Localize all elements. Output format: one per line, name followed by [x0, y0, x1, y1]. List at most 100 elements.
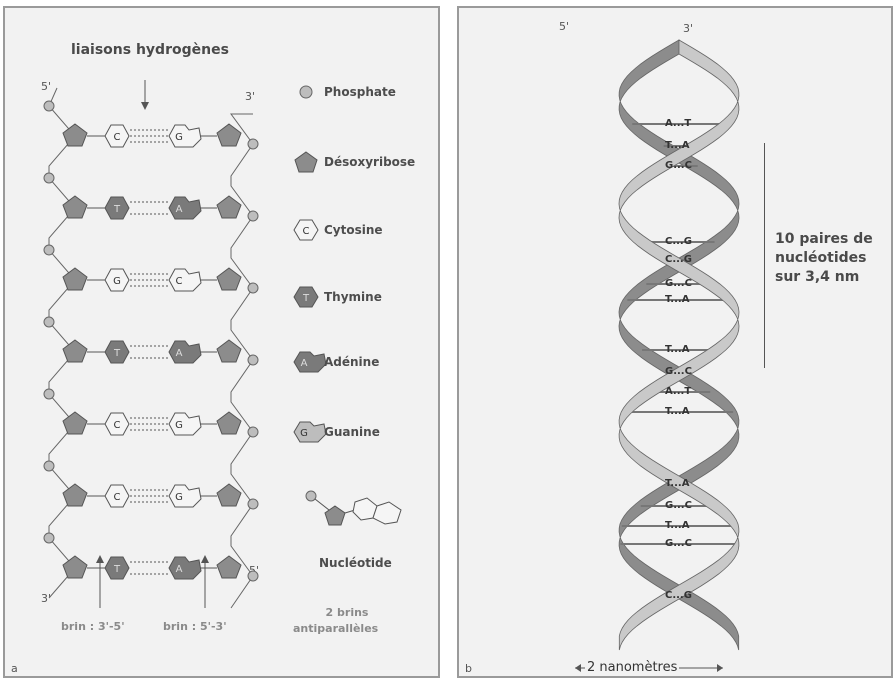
helix-pair-label: C...G [665, 254, 692, 265]
panel-a-letter: a [11, 662, 18, 675]
helix-pair-label: T...A [665, 520, 689, 531]
base-left-letter: C [114, 132, 121, 143]
legend-thymine: T Thymine [280, 283, 440, 313]
phosphate [44, 317, 54, 327]
base-right [169, 413, 201, 435]
phosphate [44, 101, 54, 111]
legend-thymine-label: Thymine [324, 290, 382, 304]
desoxyribose-icon [292, 150, 322, 176]
legend-desoxyribose: Désoxyribose [280, 148, 440, 178]
backbone-strands [44, 88, 258, 608]
legend-nucleotide-label: Nucléotide [319, 556, 392, 570]
phosphate [44, 173, 54, 183]
helix-pair-label: T...A [665, 140, 689, 151]
base-left-letter: C [114, 492, 121, 503]
helix-pair-label: T...A [665, 344, 689, 355]
desoxyribose [217, 196, 241, 218]
phosphate [44, 461, 54, 471]
adenine-icon: A [292, 350, 328, 376]
antiparallel-label-line1: 2 brins [307, 606, 387, 619]
base-right [169, 125, 201, 147]
legend-phosphate: Phosphate [280, 78, 440, 108]
cytosine-icon: C [292, 218, 322, 244]
base-left-letter: T [113, 204, 121, 215]
scale-label-line1: 10 paires de [775, 230, 873, 249]
scale-label-line3: sur 3,4 nm [775, 268, 873, 287]
base-right-letter: C [176, 276, 183, 287]
legend-cytosine-label: Cytosine [324, 223, 383, 237]
legend-phosphate-label: Phosphate [324, 85, 396, 99]
legend-guanine-label: Guanine [324, 425, 380, 439]
svg-text:C: C [303, 226, 310, 237]
desoxyribose [217, 412, 241, 434]
helix-pair-label: A...T [665, 386, 691, 397]
phosphate [44, 245, 54, 255]
helix-pair-label: G...C [665, 366, 692, 377]
base-right-letter: G [175, 492, 183, 503]
nucleotide-icon [301, 488, 411, 548]
desoxyribose [63, 124, 87, 146]
scale-label-line2: nucléotides [775, 249, 873, 268]
phosphate [248, 355, 258, 365]
scale-label: 10 paires de nucléotides sur 3,4 nm [775, 230, 873, 287]
base-right [169, 485, 201, 507]
helix-pair-label: C...G [665, 590, 692, 601]
phosphate [44, 389, 54, 399]
base-left-letter: G [113, 276, 121, 287]
helix-pair-label: G...C [665, 160, 692, 171]
helix-pair-label: T...A [665, 478, 689, 489]
base-right-letter: A [176, 204, 183, 215]
svg-text:A: A [301, 358, 308, 369]
strand-right-label: brin : 5'-3' [163, 620, 227, 633]
helix-pair-label: C...G [665, 236, 692, 247]
phosphate [44, 533, 54, 543]
svg-text:G: G [300, 428, 308, 439]
desoxyribose [63, 484, 87, 506]
legend-cytosine: C Cytosine [280, 216, 440, 246]
base-right-letter: G [175, 132, 183, 143]
legend-adenine: A Adénine [280, 348, 440, 378]
antiparallel-label-line2: antiparallèles [293, 622, 378, 635]
panel-a-dna-chemical-structure: liaisons hydrogènes 5' 3' 3' 5' CGTAGCTA… [3, 6, 440, 678]
thymine-icon: T [292, 285, 322, 311]
hydrogen-bonds-title: liaisons hydrogènes [71, 42, 229, 58]
phosphate [248, 283, 258, 293]
desoxyribose [63, 196, 87, 218]
helix-pair-label: A...T [665, 118, 691, 129]
base-right [169, 197, 201, 219]
phosphate-icon [292, 80, 322, 106]
desoxyribose [63, 340, 87, 362]
desoxyribose [217, 484, 241, 506]
legend-adenine-label: Adénine [324, 355, 379, 369]
legend-desoxyribose-label: Désoxyribose [324, 155, 415, 169]
phosphate [248, 499, 258, 509]
helix-pair-label: G...C [665, 500, 692, 511]
desoxyribose [63, 268, 87, 290]
scale-bar [764, 143, 765, 368]
strand-left-label: brin : 3'-5' [61, 620, 125, 633]
helix-pair-label: T...A [665, 294, 689, 305]
desoxyribose [217, 124, 241, 146]
phosphate [248, 211, 258, 221]
desoxyribose [63, 412, 87, 434]
base-left-letter: T [113, 348, 121, 359]
base-right [169, 269, 201, 291]
base-left-letter: C [114, 420, 121, 431]
guanine-icon: G [292, 420, 328, 446]
desoxyribose [217, 268, 241, 290]
desoxyribose [217, 340, 241, 362]
base-right [169, 341, 201, 363]
width-label: 2 nanomètres [585, 660, 679, 675]
base-right-letter: G [175, 420, 183, 431]
helix-pair-label: T...A [665, 406, 689, 417]
svg-text:T: T [302, 293, 310, 304]
phosphate [248, 427, 258, 437]
base-right-letter: A [176, 348, 183, 359]
legend-guanine: G Guanine [280, 418, 440, 448]
helix-pair-label: G...C [665, 538, 692, 549]
helix-pair-label: G...C [665, 278, 692, 289]
panel-b-letter: b [465, 662, 472, 675]
